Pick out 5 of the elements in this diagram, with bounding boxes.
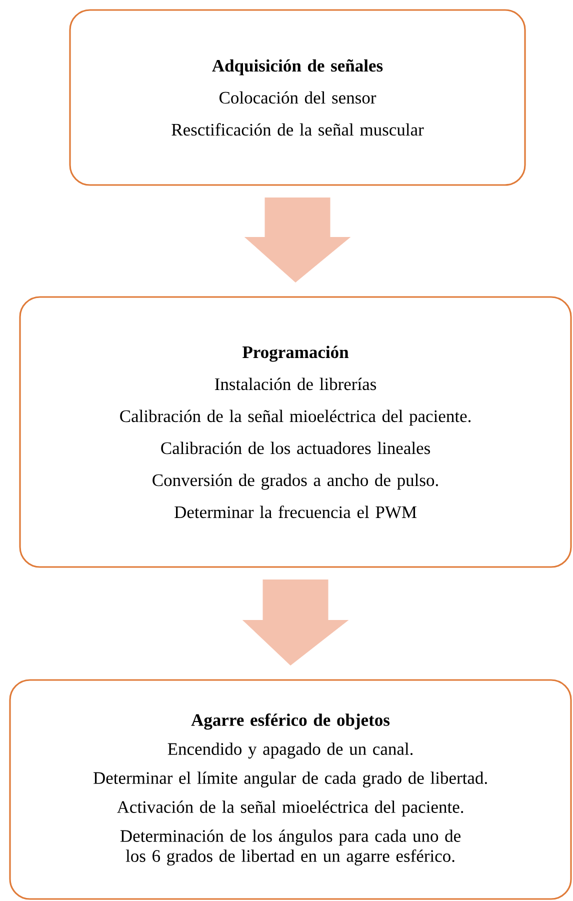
process-box: Programación Instalación de librerías Calibración de la señal mioeléctrica del paciente. Calibración de los actuadores lineales Conversión de grados a ancho de pulso. Determinar la frecuencia el PWM <box>19 296 572 568</box>
block-arrow <box>242 580 348 666</box>
block-arrow <box>244 198 350 282</box>
process-box: Agarre esférico de objetos Encendido y apagado de un canal. Determinar el límite angular de cada grado de libertad. Activación de la señal mioeléctrica del paciente. Determinación de los ángulos para cada uno de los 6 grados de libertad en un agarre esférico. <box>9 679 572 900</box>
process-box: Adquisición de señales Colocación del sensor Resctificación de la señal muscular <box>69 9 526 186</box>
